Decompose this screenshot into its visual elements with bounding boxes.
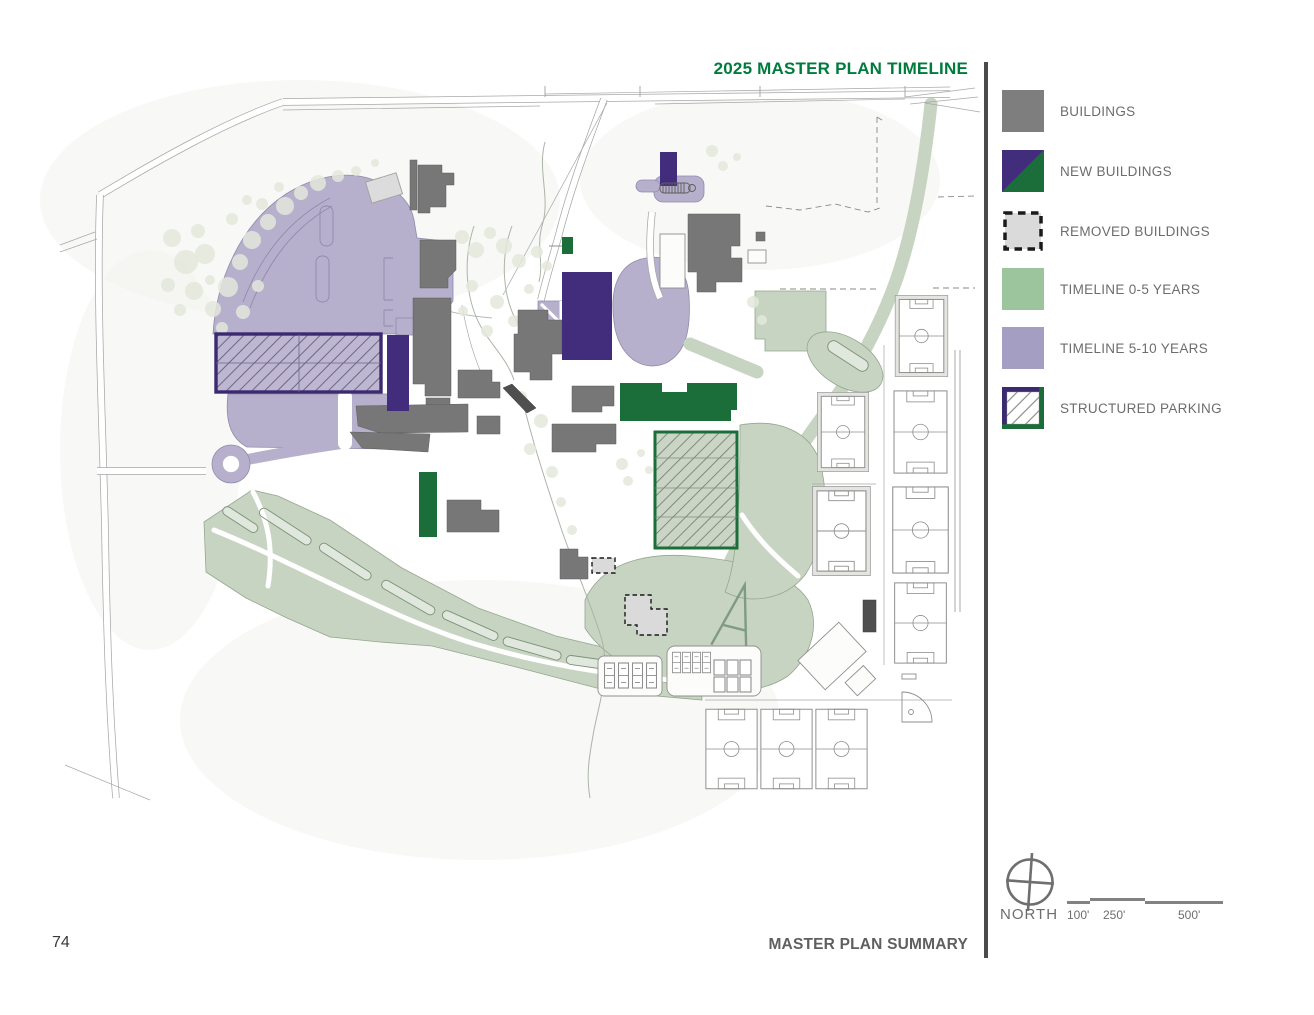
legend-item-buildings: BUILDINGS (1002, 90, 1135, 132)
structured-parking-west (214, 332, 383, 394)
legend-item-structured-parking: STRUCTURED PARKING (1002, 387, 1222, 429)
new-building-green (419, 472, 437, 537)
new-building-purple (387, 335, 409, 411)
soccer-field (892, 486, 949, 574)
north-label: NORTH (1000, 906, 1059, 923)
existing-buildings (349, 159, 877, 633)
soccer-field (893, 390, 948, 474)
scale-tick: 500' (1178, 908, 1201, 922)
roads (59, 86, 981, 801)
footer-label: MASTER PLAN SUMMARY (768, 936, 968, 953)
new-building-green (620, 383, 737, 421)
tennis-courts (597, 645, 762, 697)
soccer-field (816, 392, 870, 472)
legend-label: TIMELINE 5-10 YEARS (1060, 340, 1209, 356)
athletic-a-mark (710, 580, 748, 654)
legend-item-new-buildings: NEW BUILDINGS (1002, 150, 1172, 192)
athletic-fields (597, 295, 949, 790)
north-arrow-icon (1005, 852, 1055, 912)
legend-label: NEW BUILDINGS (1060, 163, 1172, 179)
soccer-field (705, 708, 758, 790)
outline-buildings (364, 172, 877, 697)
legend-item-timeline-5-10: TIMELINE 5-10 YEARS (1002, 327, 1208, 369)
legend: BUILDINGS NEW BUILDINGS REMOVED BUILDING… (1002, 0, 1302, 500)
gym-building (797, 621, 867, 691)
southwest-band (203, 489, 703, 701)
structured-parking-east (653, 430, 739, 550)
soccer-field (760, 708, 813, 790)
buildings-swatch-icon (1002, 90, 1044, 132)
new-buildings-swatch-icon (1002, 150, 1044, 192)
removed-building (624, 594, 668, 636)
legend-label: REMOVED BUILDINGS (1060, 223, 1210, 239)
removed-buildings (591, 557, 668, 636)
scale-segment (1090, 897, 1145, 901)
new-building-purple (660, 152, 677, 186)
terrain-tint (40, 80, 940, 860)
band-parking-rows (222, 506, 627, 673)
structured-parking-swatch-icon (1002, 387, 1044, 429)
new-building-green (562, 237, 573, 254)
scale-tick: 100' (1067, 908, 1090, 922)
east-lot-row (827, 340, 869, 372)
east-oval-area (724, 422, 826, 600)
timeline-5-10-areas (211, 174, 705, 484)
legend-item-removed-buildings: REMOVED BUILDINGS (1002, 210, 1210, 252)
path-cut (338, 390, 352, 450)
bleachers-icon (659, 182, 696, 194)
legend-label: TIMELINE 0-5 YEARS (1060, 281, 1201, 297)
soccer-field (812, 486, 871, 576)
scale-segment (1145, 901, 1223, 905)
light-building (364, 172, 404, 204)
page-title: 2025 MASTER PLAN TIMELINE (713, 59, 968, 78)
fan-parking-outlines (242, 197, 393, 327)
soccer-field (894, 295, 949, 377)
small-dark-building (862, 599, 877, 633)
removed-buildings-swatch-icon (1003, 211, 1043, 251)
baseball-field (901, 673, 933, 723)
scale-tick: 250' (1103, 908, 1126, 922)
light-building (659, 233, 686, 289)
soccer-field (815, 708, 868, 790)
east-lot-blob (806, 331, 884, 393)
legend-divider (984, 62, 988, 958)
legend-label: STRUCTURED PARKING (1060, 400, 1222, 416)
new-buildings-green (419, 237, 737, 537)
scale-bar: 100' 250' 500' (1067, 894, 1237, 928)
timeline-0-5-swatch-icon (1002, 268, 1044, 310)
northeast-rect-area (754, 290, 827, 352)
timeline-5-10-swatch-icon (1002, 327, 1044, 369)
soccer-field (894, 582, 947, 664)
removed-building (591, 557, 616, 574)
new-buildings-purple (387, 152, 677, 411)
boundary-dashed-lines (765, 116, 976, 290)
new-building-purple (562, 272, 612, 360)
legend-item-timeline-0-5: TIMELINE 0-5 YEARS (1002, 268, 1200, 310)
legend-label: BUILDINGS (1060, 103, 1136, 119)
trees (161, 145, 767, 535)
scale-segment (1067, 901, 1090, 905)
page-number: 74 (52, 934, 70, 951)
